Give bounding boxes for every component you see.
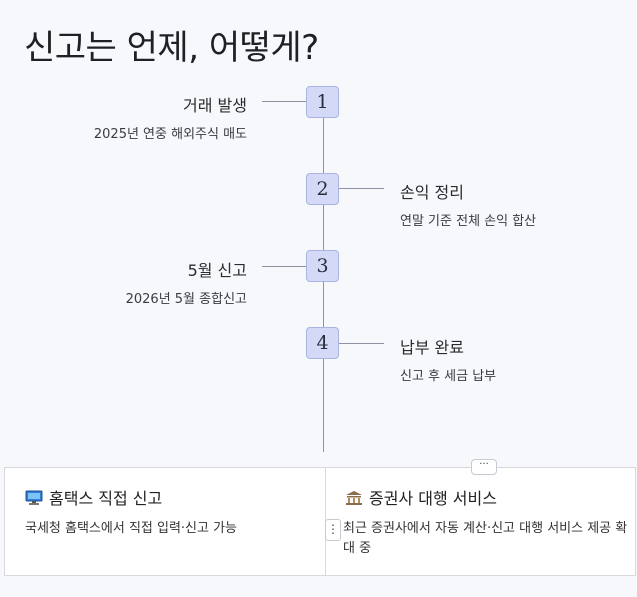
broker-panel-title: 증권사 대행 서비스 <box>345 485 497 510</box>
step-4-desc: 신고 후 세금 납부 <box>400 369 497 384</box>
step-3-desc: 2026년 5월 종합신고 <box>125 292 247 307</box>
drag-handle-button[interactable]: ⋮ <box>325 519 341 541</box>
step-1-desc: 2025년 연중 해외주식 매도 <box>93 127 247 142</box>
page-title: 신고는 언제, 어떻게? <box>24 28 319 68</box>
step-1-marker: 1 <box>306 86 339 118</box>
broker-panel-desc: 최근 증권사에서 자동 계산·신고 대행 서비스 제공 확대 중 <box>343 521 628 556</box>
step-3-title: 5월 신고 <box>187 261 247 280</box>
step-4-title: 납부 완료 <box>400 338 464 357</box>
step-2-title: 손익 정리 <box>400 183 464 202</box>
connector-4 <box>339 343 384 344</box>
bank-icon <box>345 490 363 510</box>
computer-icon <box>25 490 43 510</box>
hometax-panel-desc: 국세청 홈택스에서 직접 입력·신고 가능 <box>25 521 238 536</box>
connector-3 <box>262 266 306 267</box>
broker-title-text: 증권사 대행 서비스 <box>369 489 497 508</box>
method-panels: 홈택스 직접 신고 국세청 홈택스에서 직접 입력·신고 가능 증권사 대행 서… <box>4 467 636 576</box>
step-3-marker: 3 <box>306 250 339 282</box>
step-4-marker: 4 <box>306 327 339 359</box>
more-options-button[interactable]: ··· <box>471 459 497 475</box>
step-2-desc: 연말 기준 전체 손익 합산 <box>400 214 537 229</box>
connector-2 <box>339 188 384 189</box>
step-1-title: 거래 발생 <box>183 96 247 115</box>
hometax-panel-title: 홈택스 직접 신고 <box>25 485 162 510</box>
connector-1 <box>262 101 306 102</box>
hometax-title-text: 홈택스 직접 신고 <box>49 489 163 508</box>
step-2-marker: 2 <box>306 173 339 205</box>
